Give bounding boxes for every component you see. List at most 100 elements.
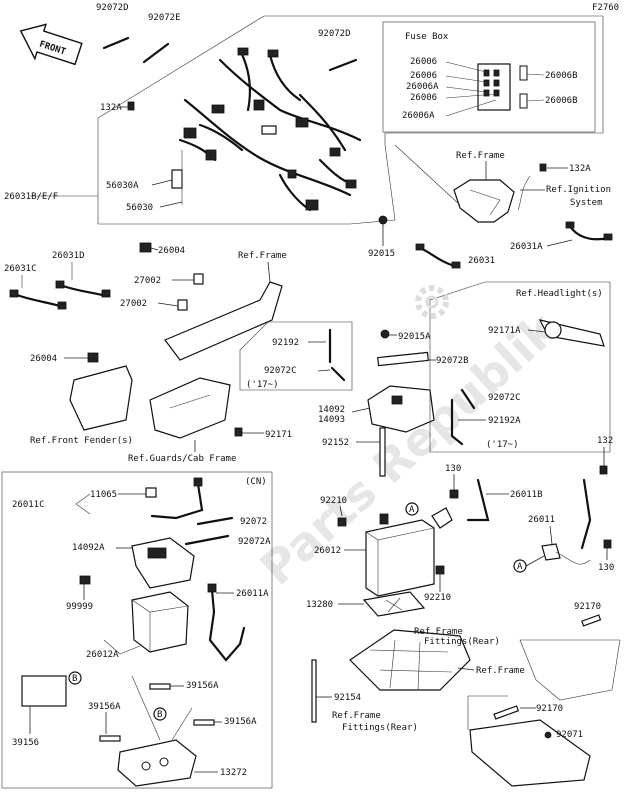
part-92072C-b: 92072C	[488, 393, 521, 403]
part-13272: 13272	[220, 768, 247, 778]
callout-b-left-label: B	[72, 674, 77, 684]
figure-id: F2760	[592, 3, 619, 13]
cn-label: (CN)	[245, 477, 267, 487]
bolt-icon	[127, 101, 135, 111]
ignition-frame-bracket	[453, 179, 515, 223]
part-13280: 13280	[306, 600, 333, 610]
part-132A-b: 132A	[569, 164, 591, 174]
bracket-group-outline	[239, 321, 353, 391]
battery-holder-14092	[367, 385, 435, 433]
part-132A-a: 132A	[100, 103, 122, 113]
part-39156A-b: 39156A	[88, 702, 121, 712]
ref-frame-c: Ref.Frame	[476, 666, 525, 676]
ref-guards: Ref.Guards/Cab Frame	[128, 454, 236, 464]
part-92015A: 92015A	[398, 332, 431, 342]
front-fender-bracket	[69, 365, 133, 431]
part-92192A: 92192A	[488, 416, 521, 426]
relay-icon	[139, 242, 152, 253]
ref-fittings-b2: Fittings(Rear)	[342, 723, 418, 733]
part-92210-a: 92210	[320, 496, 347, 506]
part-92170-a: 92170	[574, 602, 601, 612]
part-26031: 26031	[468, 256, 495, 266]
part-17-b: ('17~)	[486, 440, 519, 450]
main-wiring-harness	[178, 47, 362, 212]
fuse-box-outline	[382, 21, 596, 133]
part-26031C: 26031C	[4, 264, 37, 274]
battery-26012A	[131, 591, 189, 653]
fuse-label-6: 26006B	[545, 71, 578, 81]
guards-cab-frame	[149, 377, 231, 439]
part-26004-a: 26004	[158, 246, 185, 256]
part-99999: 99999	[66, 602, 93, 612]
part-92170-b: 92170	[536, 704, 563, 714]
ref-ignition-b: System	[570, 198, 603, 208]
cn-variant-box	[1, 471, 273, 789]
part-92072A: 92072A	[238, 537, 271, 547]
callout-a-center	[405, 502, 419, 516]
tray-13272	[117, 739, 197, 787]
fuse-label-1: 26006	[410, 57, 437, 67]
part-14092-a: 14092	[318, 405, 345, 415]
part-26031A: 26031A	[510, 242, 543, 252]
callout-b-center	[153, 707, 167, 721]
part-92072C-a: 92072C	[264, 366, 297, 376]
fuse-label-5: 26006A	[402, 111, 435, 121]
fuse-label-3: 26006A	[406, 82, 439, 92]
part-92072D-a: 92072D	[96, 3, 129, 13]
ref-frame-a: Ref.Frame	[456, 151, 505, 161]
gear-icon	[415, 285, 449, 319]
front-arrow-icon: FRONT	[19, 23, 83, 66]
battery-26012	[365, 519, 435, 597]
part-26031D: 26031D	[52, 251, 85, 261]
harness-group-outline	[97, 15, 604, 225]
label-sheet-39156	[21, 675, 67, 707]
part-39156A-c: 39156A	[224, 717, 257, 727]
part-92072B: 92072B	[436, 356, 469, 366]
rod-92152	[379, 427, 386, 477]
fuse-label-4: 26006	[410, 93, 437, 103]
callout-b-center-label: B	[157, 710, 162, 720]
part-26031BEF: 26031B/E/F	[4, 192, 58, 202]
headlight-group-outline	[429, 281, 611, 453]
part-132: 132	[597, 436, 613, 446]
part-39156A-a: 39156A	[186, 681, 219, 691]
ref-front-fender: Ref.Front Fender(s)	[30, 436, 133, 446]
callout-a-center-label: A	[409, 505, 415, 515]
part-92072D-b: 92072D	[318, 29, 351, 39]
part-27002-a: 27002	[134, 276, 161, 286]
part-92171A: 92171A	[488, 326, 521, 336]
rod-92154	[311, 659, 317, 723]
rear-fitting-upper	[519, 639, 621, 701]
frame-rail-mid	[164, 281, 283, 361]
part-26012: 26012	[314, 546, 341, 556]
battery-frame	[349, 629, 471, 691]
ref-fittings-b1: Ref.Frame	[332, 711, 381, 721]
part-39156: 39156	[12, 738, 39, 748]
ref-ignition-a: Ref.Ignition	[546, 185, 611, 195]
part-92192: 92192	[272, 338, 299, 348]
fuse-label-7: 26006B	[545, 96, 578, 106]
ref-headlight: Ref.Headlight(s)	[516, 289, 603, 299]
part-14093: 14093	[318, 415, 345, 425]
ref-fittings-a2: Fittings(Rear)	[424, 637, 500, 647]
callout-b-left	[68, 671, 82, 685]
ref-fittings-a1: Ref.Frame	[414, 627, 463, 637]
part-130-a: 130	[445, 464, 461, 474]
part-26012A: 26012A	[86, 650, 119, 660]
part-92072: 92072	[240, 517, 267, 527]
callout-a-right-label: A	[517, 562, 523, 572]
part-17-a: ('17~)	[246, 380, 279, 390]
part-92154: 92154	[334, 693, 361, 703]
rear-fitting-lower	[469, 719, 591, 787]
part-56030: 56030	[126, 203, 153, 213]
ref-frame-b: Ref.Frame	[238, 251, 287, 261]
battery-holder-14092A	[131, 537, 195, 589]
part-26011A: 26011A	[236, 589, 269, 599]
part-130-b: 130	[598, 563, 614, 573]
part-92171: 92171	[265, 430, 292, 440]
part-92152: 92152	[322, 438, 349, 448]
part-92015: 92015	[368, 249, 395, 259]
part-27002-b: 27002	[120, 299, 147, 309]
